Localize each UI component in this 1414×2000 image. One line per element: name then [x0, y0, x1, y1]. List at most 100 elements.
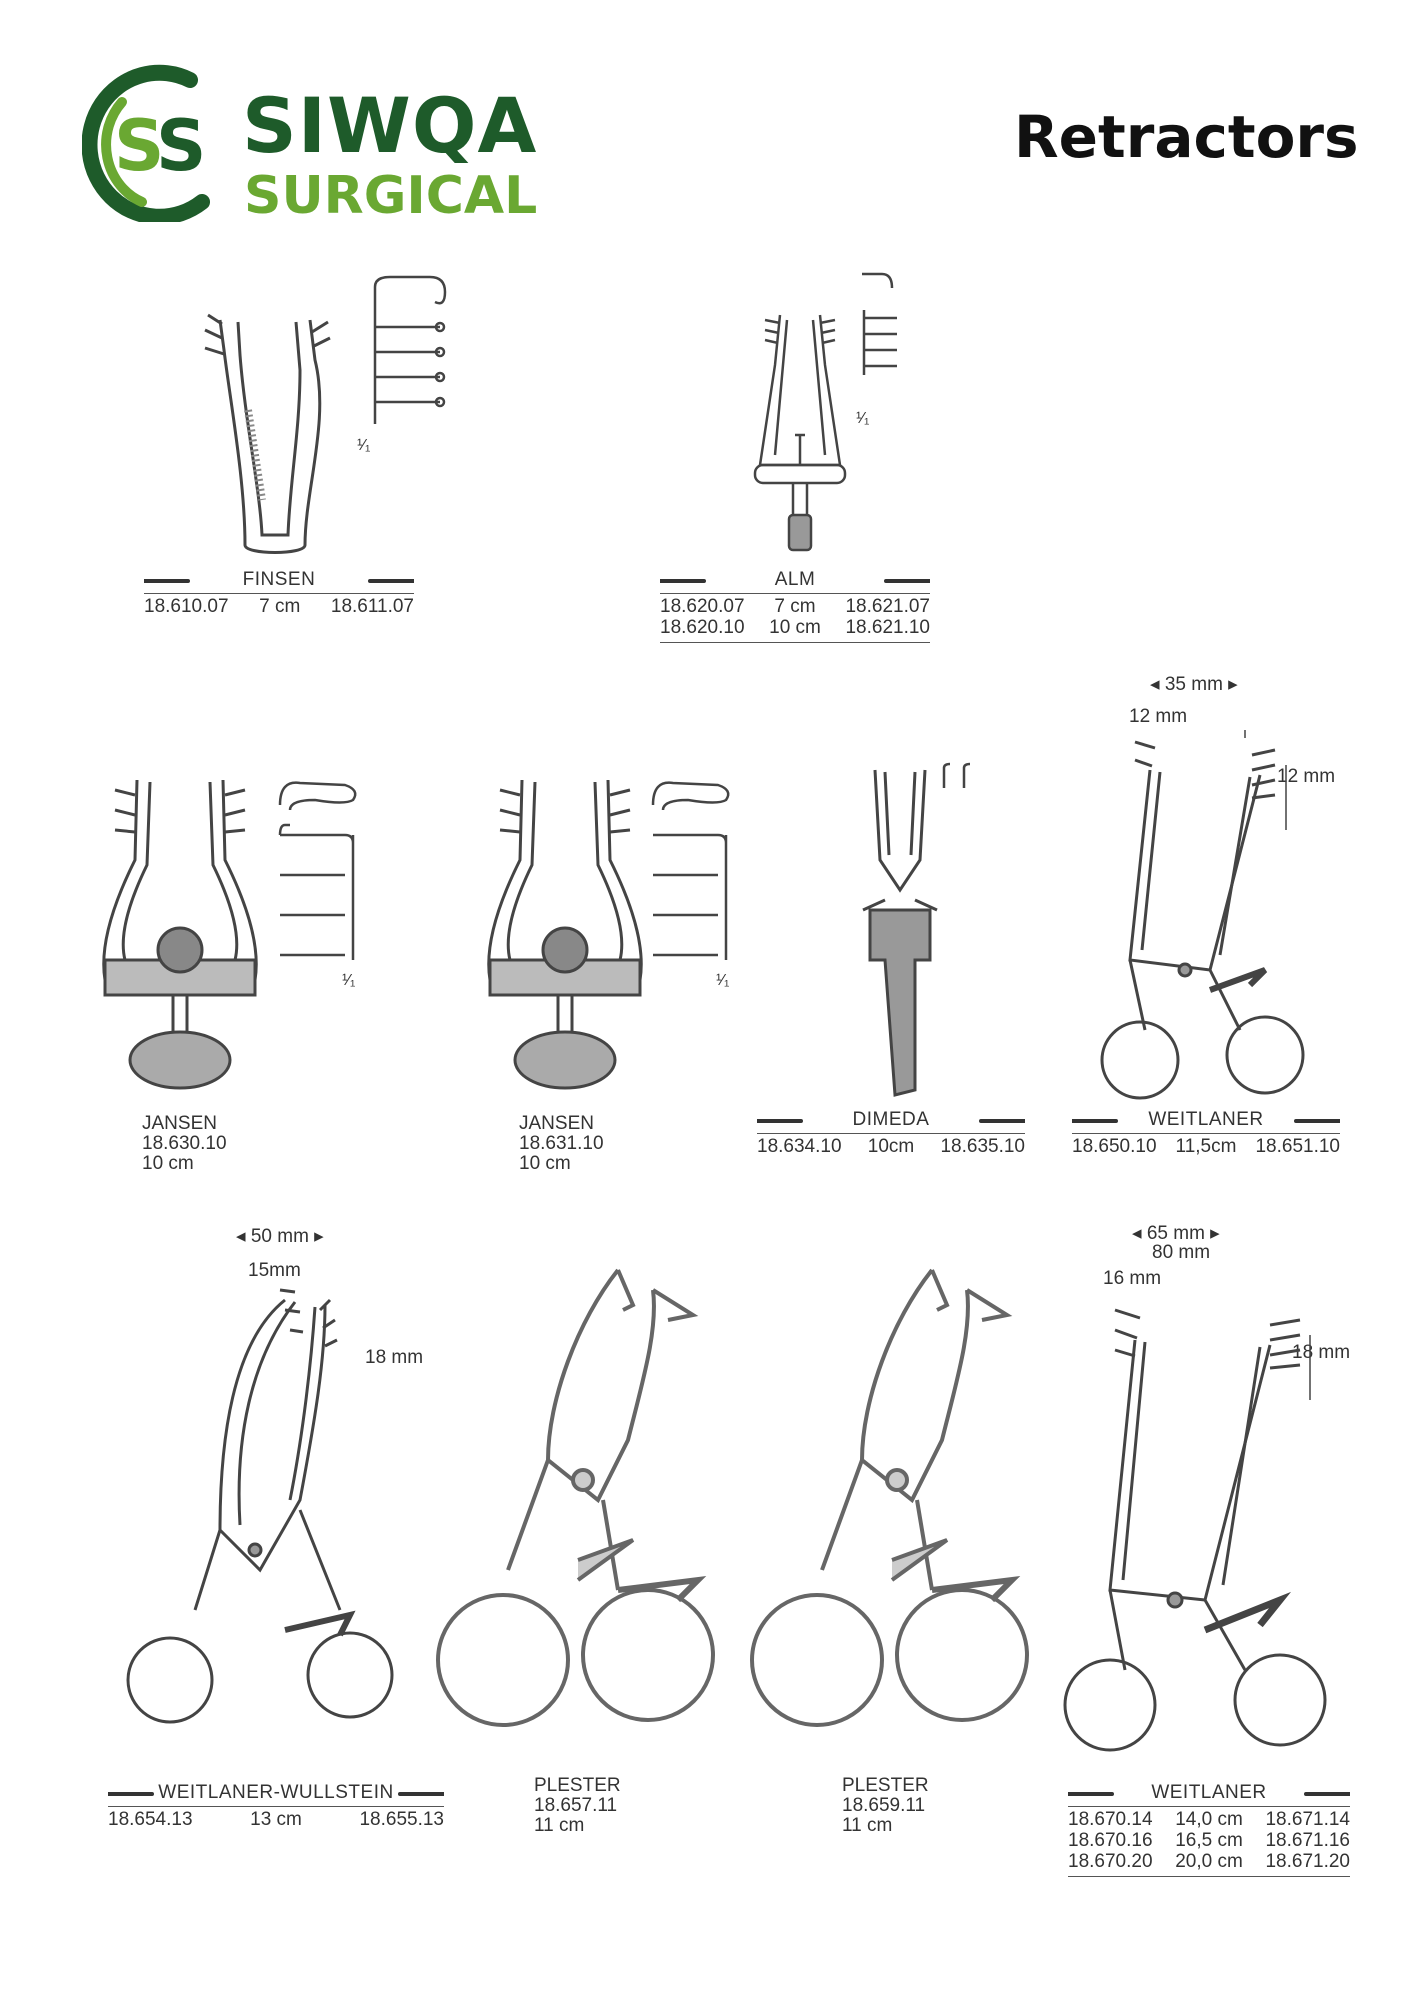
- logo-mark-s1: S: [114, 105, 164, 187]
- size: 16,5 cm: [1175, 1829, 1243, 1851]
- dimeda-retractor-illustration: [855, 760, 945, 1100]
- weitlaner2-depth: 18 mm: [1292, 1342, 1351, 1363]
- finsen-retractor-illustration: [200, 310, 350, 560]
- scale-label: ¹⁄₁: [716, 972, 730, 989]
- wullstein-name: WEITLANER-WULLSTEIN: [158, 1782, 394, 1803]
- dimeda-name: DIMEDA: [852, 1109, 930, 1130]
- size: 10 cm: [769, 616, 821, 638]
- plester2-code: 18.659.11: [842, 1795, 926, 1816]
- jansen2-code: 18.631.10: [519, 1133, 604, 1154]
- wullstein-depth: 18 mm: [365, 1347, 424, 1368]
- plester1-size: 11 cm: [534, 1815, 585, 1836]
- alm-retractor-illustration: [745, 305, 855, 555]
- article-right: 18.621.10: [845, 616, 930, 638]
- plester1-name: PLESTER: [534, 1775, 621, 1796]
- weitlaner2-width1: 65 mm: [1146, 1223, 1205, 1244]
- article-left: 18.620.10: [660, 616, 745, 638]
- jansen1-caption: JANSEN 18.630.10 10 cm: [142, 1114, 227, 1174]
- handle-left-icon: [757, 1119, 803, 1123]
- plester2-size: 11 cm: [842, 1815, 893, 1836]
- weitlaner-retractor-illustration: [1090, 730, 1310, 1100]
- scale-label: ¹⁄₁: [856, 410, 870, 427]
- jansen1-code: 18.630.10: [142, 1133, 227, 1154]
- weitlaner1-caption: WEITLANER 18.650.10 11,5cm 18.651.10: [1072, 1109, 1340, 1158]
- finsen-teeth-detail-icon: [360, 272, 450, 432]
- article-right: 18.655.13: [359, 1808, 444, 1830]
- article-left: 18.654.13: [108, 1808, 193, 1830]
- weitlaner2-width2: 80 mm: [1152, 1242, 1211, 1263]
- brand-subtitle: SURGICAL: [244, 166, 538, 226]
- dimeda-caption: DIMEDA 18.634.10 10cm 18.635.10: [757, 1109, 1025, 1158]
- wullstein-gap: 15mm: [248, 1260, 301, 1281]
- plester1-code: 18.657.11: [534, 1795, 618, 1816]
- scale-label: ¹⁄₁: [357, 437, 371, 454]
- weitlaner2-gap: 16 mm: [1103, 1268, 1162, 1289]
- size: 20,0 cm: [1175, 1850, 1243, 1872]
- size: 13 cm: [250, 1808, 302, 1830]
- jansen-teeth-detail-icon: [648, 775, 738, 965]
- jansen-retractor-illustration: [480, 770, 650, 1100]
- finsen-caption: FINSEN 18.610.07 7 cm 18.611.07: [144, 569, 414, 618]
- alm-teeth-detail-icon: [852, 270, 912, 380]
- brand-name: SIWQA: [242, 81, 538, 170]
- article-left: 18.634.10: [757, 1135, 842, 1157]
- jansen-teeth-detail-icon: [275, 775, 365, 965]
- size: 7 cm: [774, 595, 816, 617]
- dimeda-teeth-detail-icon: [938, 762, 974, 790]
- article-left: 18.670.16: [1068, 1829, 1153, 1851]
- article-left: 18.620.07: [660, 595, 745, 617]
- handle-right-icon: [884, 579, 930, 583]
- finsen-name: FINSEN: [242, 569, 316, 590]
- plester-retractor-illustration: [428, 1260, 728, 1760]
- article-right: 18.621.07: [845, 595, 930, 617]
- plester2-caption: PLESTER 18.659.11 11 cm: [842, 1776, 929, 1836]
- size: 11,5cm: [1175, 1135, 1237, 1157]
- scale-label: ¹⁄₁: [342, 972, 356, 989]
- article-right: 18.671.20: [1265, 1850, 1350, 1872]
- weitlaner2-width-dim: ◂ 65 mm ▸: [1132, 1223, 1220, 1244]
- jansen2-caption: JANSEN 18.631.10 10 cm: [519, 1114, 604, 1174]
- size: 14,0 cm: [1175, 1808, 1243, 1830]
- weitlaner1-width-dim: ◂ 35 mm ▸: [1150, 674, 1238, 695]
- weitlaner1-width: 35 mm: [1164, 674, 1223, 695]
- weitlaner-retractor-illustration: [1055, 1300, 1345, 1770]
- article-left: 18.670.20: [1068, 1850, 1153, 1872]
- weitlaner2-name: WEITLANER: [1151, 1782, 1267, 1803]
- handle-left-icon: [1072, 1119, 1118, 1123]
- wullstein-width: 50 mm: [250, 1226, 309, 1247]
- page-title: Retractors: [1014, 103, 1359, 171]
- handle-left-icon: [108, 1792, 154, 1796]
- handle-right-icon: [1294, 1119, 1340, 1123]
- article-right: 18.611.07: [330, 595, 414, 617]
- article-right: 18.635.10: [940, 1135, 1025, 1157]
- weitlaner1-name: WEITLANER: [1148, 1109, 1264, 1130]
- handle-right-icon: [368, 579, 414, 583]
- brand-logo-icon: S S: [82, 64, 210, 222]
- weitlaner1-gap: 12 mm: [1129, 706, 1188, 727]
- handle-right-icon: [979, 1119, 1025, 1123]
- plester2-name: PLESTER: [842, 1775, 929, 1796]
- wullstein-caption: WEITLANER-WULLSTEIN 18.654.13 13 cm 18.655…: [108, 1782, 444, 1831]
- article-left: 18.610.07: [144, 595, 229, 617]
- handle-left-icon: [144, 579, 190, 583]
- jansen1-name: JANSEN: [142, 1113, 217, 1134]
- size: 7 cm: [259, 595, 301, 617]
- plester1-caption: PLESTER 18.657.11 11 cm: [534, 1776, 621, 1836]
- handle-left-icon: [1068, 1792, 1114, 1796]
- finsen-row: 18.610.07 7 cm 18.611.07: [144, 595, 414, 618]
- article-right: 18.671.14: [1265, 1808, 1350, 1830]
- weitlaner-wullstein-retractor-illustration: [125, 1280, 395, 1760]
- handle-left-icon: [660, 579, 706, 583]
- jansen2-name: JANSEN: [519, 1113, 594, 1134]
- jansen2-size: 10 cm: [519, 1153, 571, 1174]
- article-left: 18.650.10: [1072, 1135, 1157, 1157]
- handle-right-icon: [398, 1792, 444, 1796]
- weitlaner1-depth: 12 mm: [1277, 766, 1336, 787]
- article-right: 18.671.16: [1265, 1829, 1350, 1851]
- logo-mark-s2: S: [156, 105, 206, 187]
- size: 10cm: [867, 1135, 915, 1157]
- wullstein-width-dim: ◂ 50 mm ▸: [236, 1226, 324, 1247]
- article-right: 18.651.10: [1255, 1135, 1340, 1157]
